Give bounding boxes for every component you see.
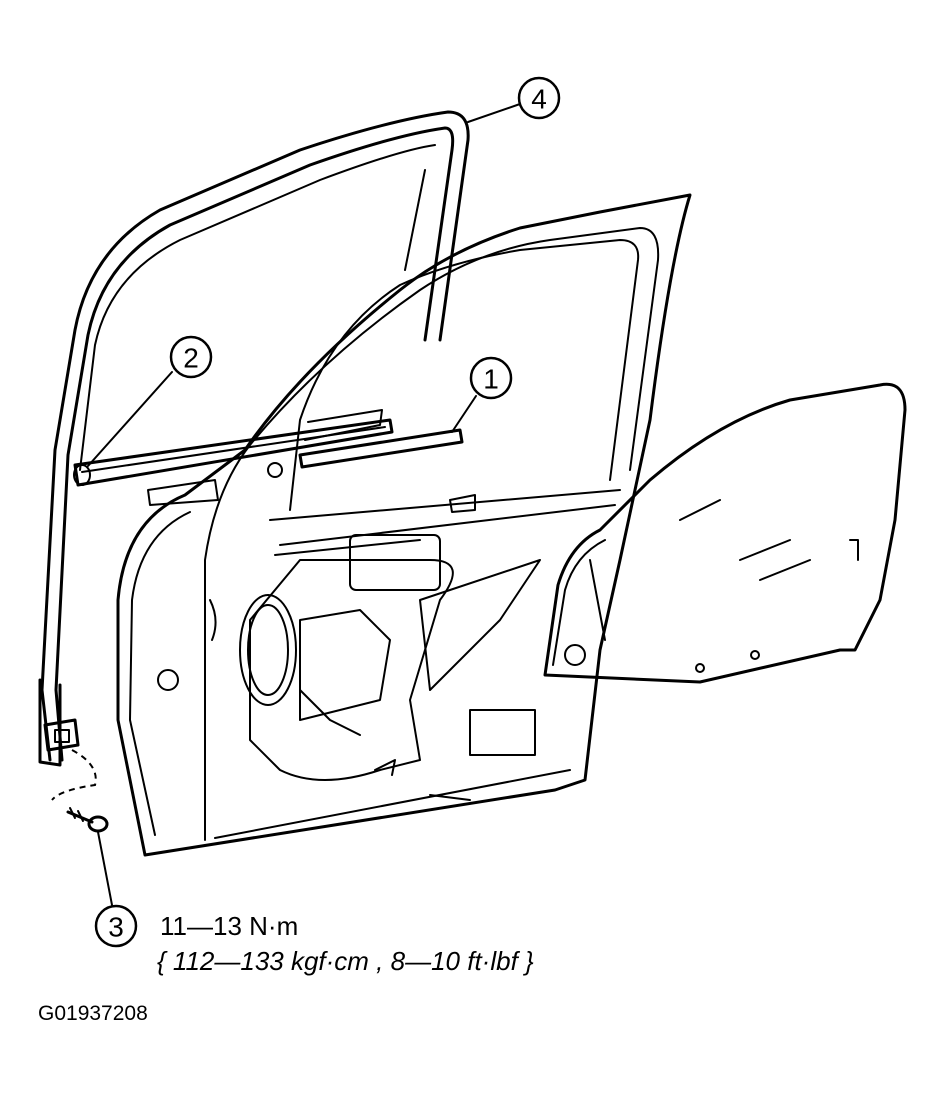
- callout-1: 1: [469, 356, 513, 400]
- bolt-part-3: [66, 807, 109, 833]
- callout-3: 3: [94, 904, 138, 948]
- lower-bracket: [38, 678, 97, 801]
- callout-2: 2: [169, 335, 213, 379]
- door-glass: [543, 382, 907, 684]
- torque-spec-line-2: { 112—133 kgf·cm , 8—10 ft·lbf }: [157, 946, 534, 976]
- callout-1-label: 1: [483, 364, 499, 395]
- callout-4: 4: [517, 76, 561, 120]
- callout-2-label: 2: [183, 343, 199, 374]
- torque-spec-line-1: 11—13 N·m: [160, 911, 298, 941]
- callout-3-label: 3: [108, 912, 124, 943]
- figure-code: G01937208: [38, 1002, 148, 1025]
- inner-belt-part-1: [298, 409, 464, 469]
- door-panel: [116, 193, 692, 857]
- weatherstrip-part-4: [40, 110, 470, 762]
- leader-lines: [87, 103, 521, 906]
- callout-4-label: 4: [531, 84, 547, 115]
